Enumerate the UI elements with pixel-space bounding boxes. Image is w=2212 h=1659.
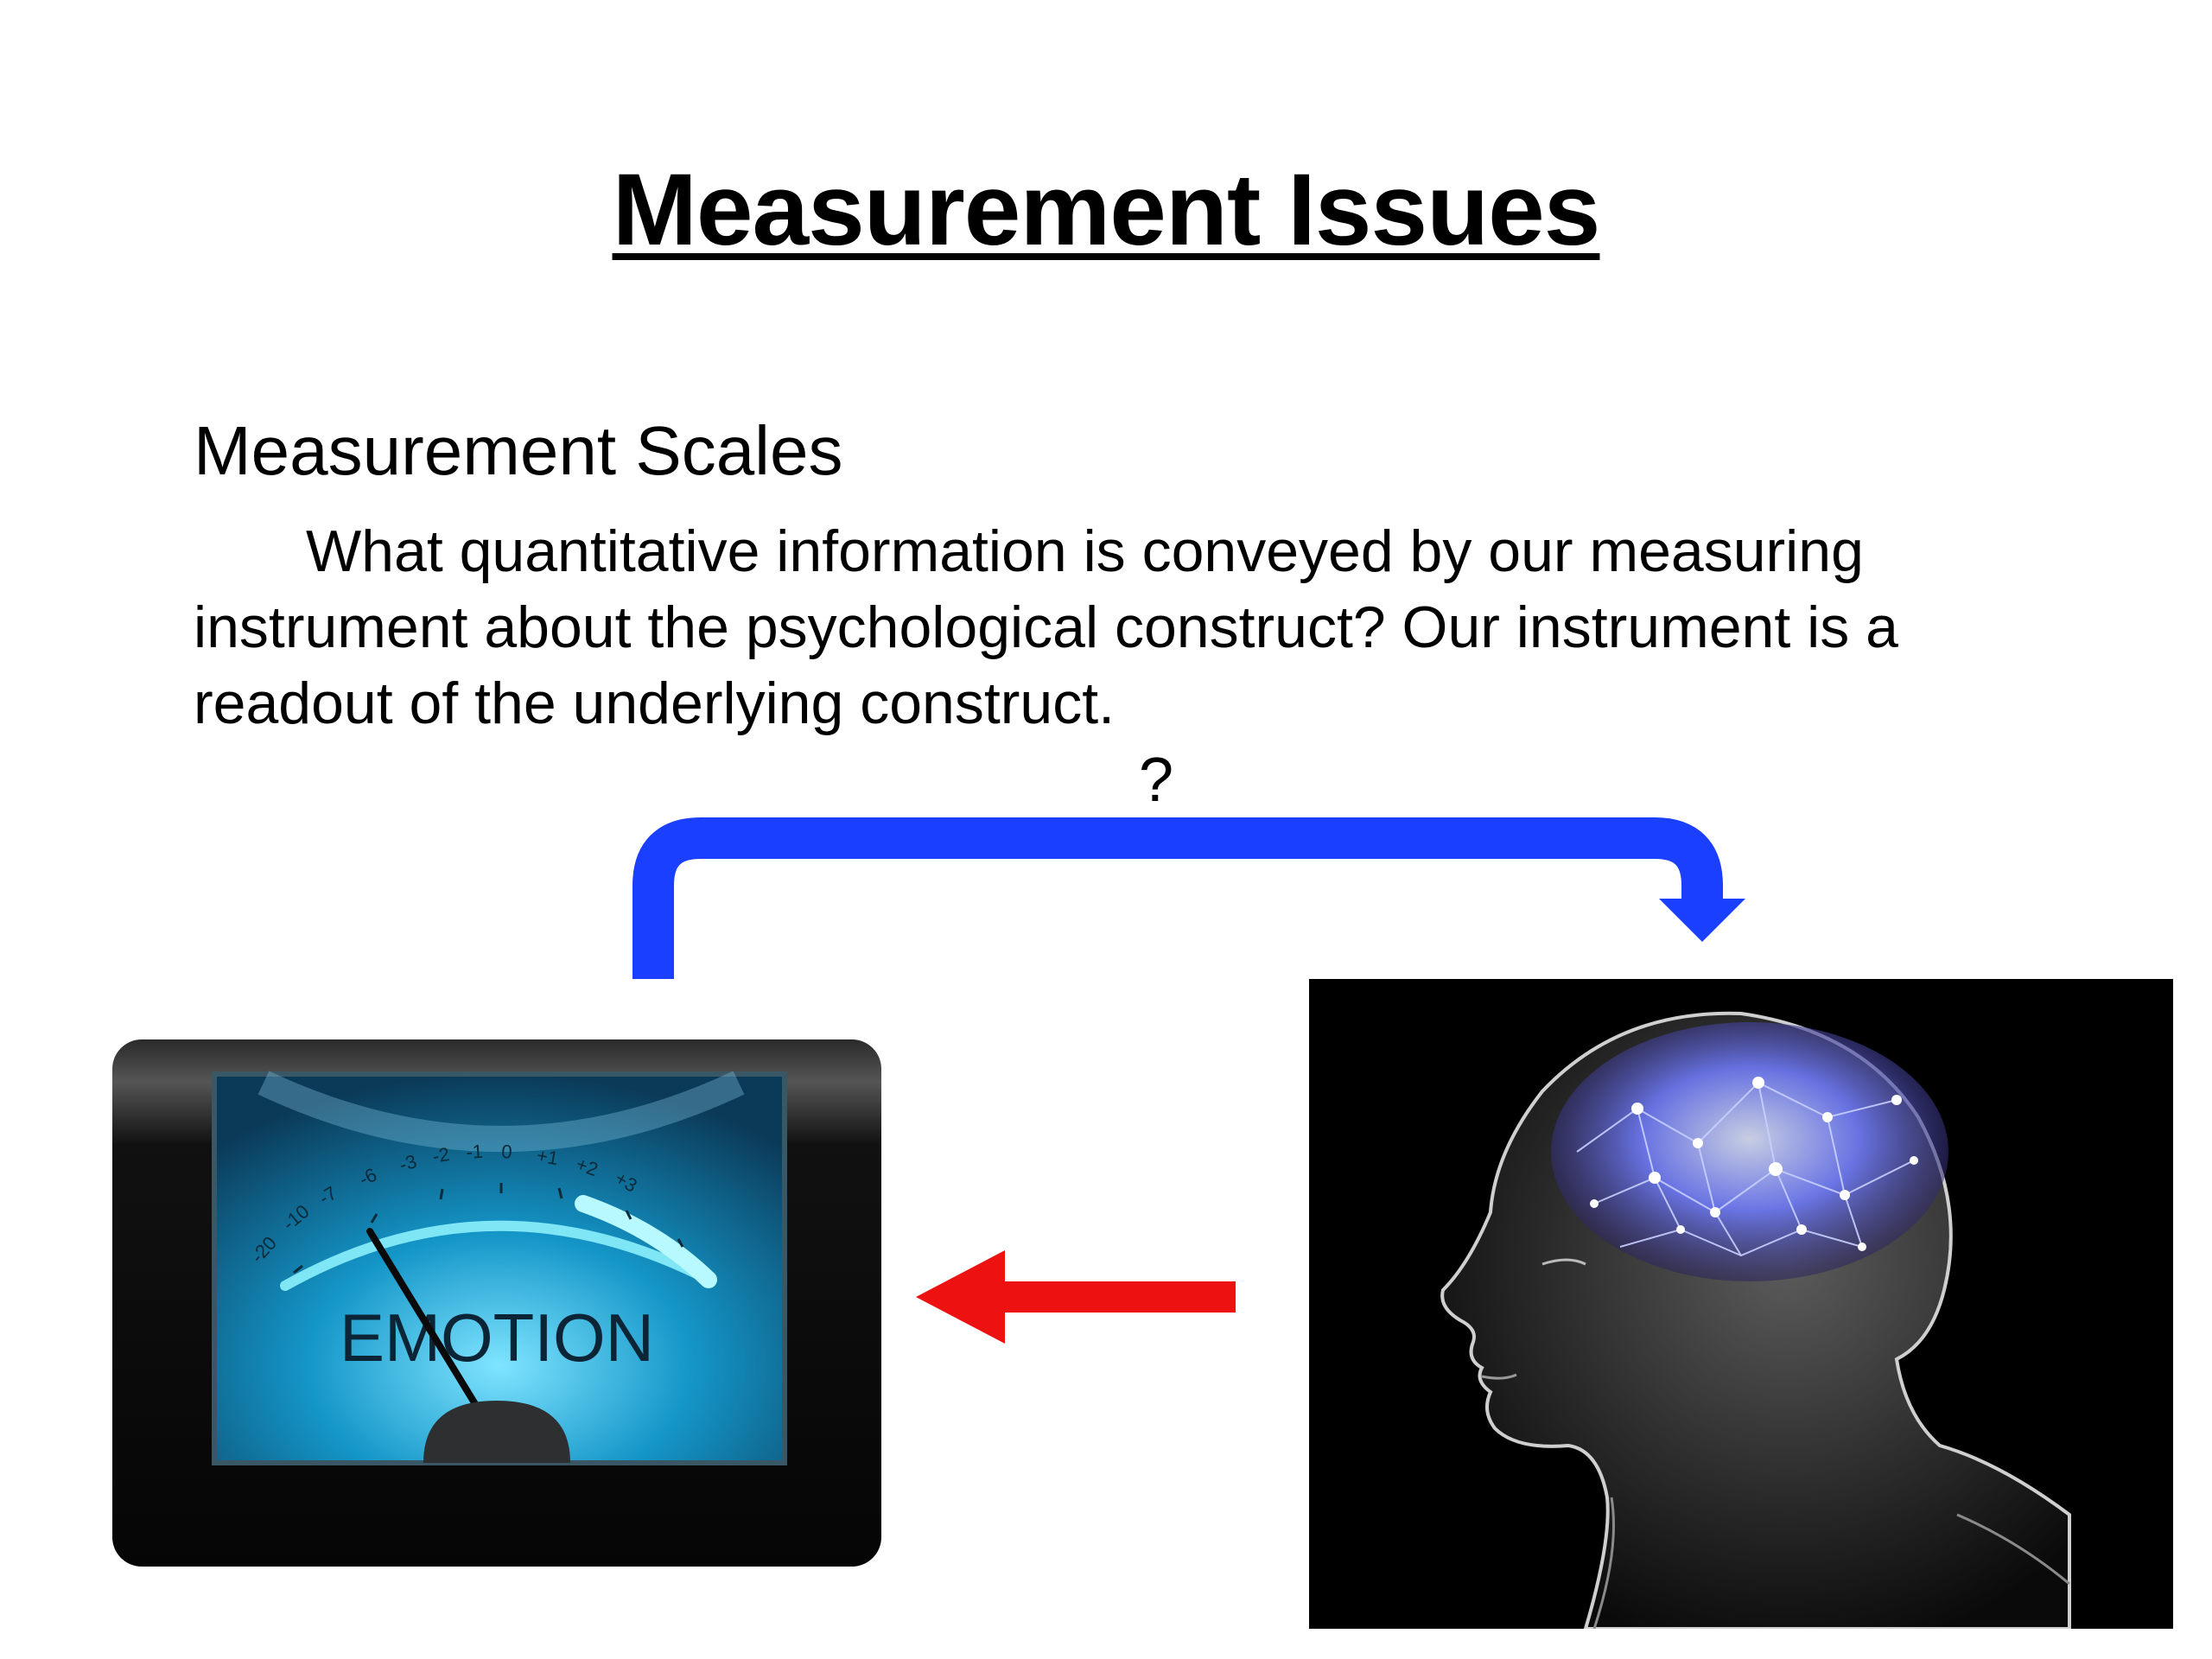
meter-label: EMOTION [340,1300,654,1376]
blue-curved-arrow-icon [653,838,1702,979]
red-arrow-icon [916,1250,1236,1344]
scale-label: 0 [501,1141,513,1163]
brain-head-image [1309,979,2173,1629]
blue-arrowhead-icon [1659,899,1745,942]
scale-label: +1 [535,1144,560,1169]
emotion-meter-image: -20 -10 -7 -6 -3 -2 -1 0 +1 +2 +3 EMOTIO… [112,1039,881,1567]
scale-label: -1 [466,1141,484,1163]
